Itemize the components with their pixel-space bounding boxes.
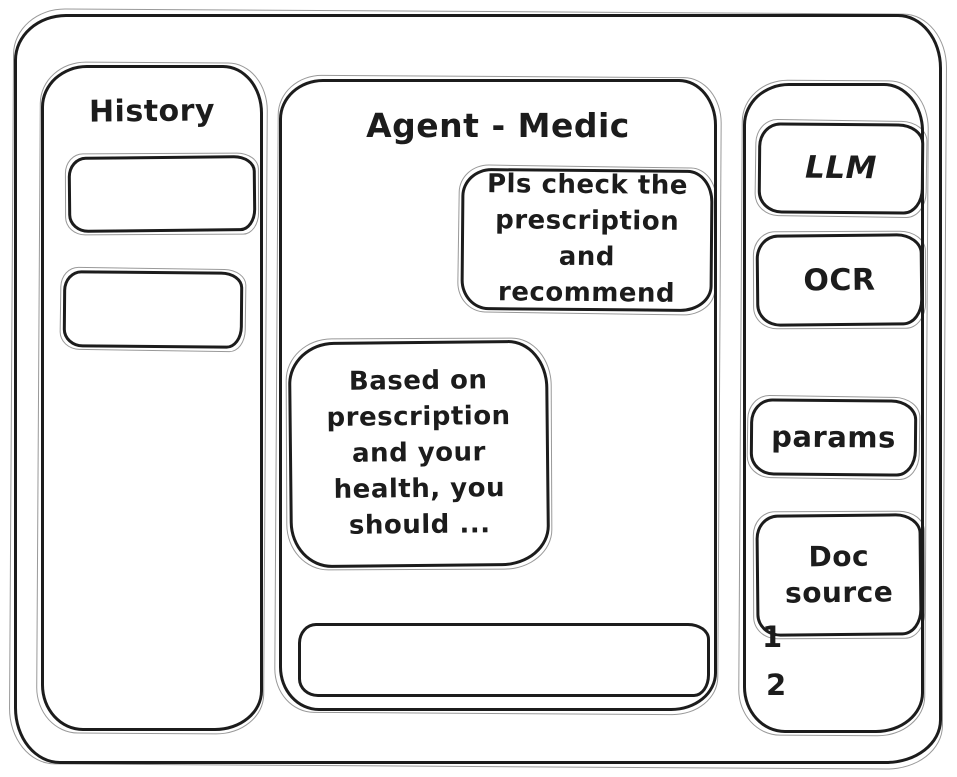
history-panel: History: [41, 65, 263, 731]
history-item[interactable]: [62, 270, 244, 349]
doc-source-item-2[interactable]: 2: [766, 668, 787, 702]
doc-source-button[interactable]: Doc source: [755, 513, 923, 637]
history-item[interactable]: [67, 155, 257, 233]
tools-panel: LLM OCR params Doc source 1 2: [743, 83, 925, 733]
llm-button[interactable]: LLM: [757, 122, 925, 215]
user-message-text: Pls check the prescription and recommend: [486, 169, 689, 309]
ocr-button-label: OCR: [803, 262, 876, 298]
chat-panel: Agent - Medic Pls check the prescription…: [279, 79, 717, 711]
message-input[interactable]: [301, 626, 707, 694]
assistant-message-bubble: Based on prescription and your health, y…: [287, 339, 551, 569]
history-panel-title: History: [88, 93, 216, 130]
doc-source-button-label: Doc source: [784, 539, 894, 610]
chat-panel-title: Agent - Medic: [366, 106, 630, 145]
message-input-bar[interactable]: [298, 623, 710, 697]
params-button[interactable]: params: [749, 398, 918, 477]
params-button-label: params: [771, 419, 896, 455]
assistant-message-text: Based on prescription and your health, y…: [326, 365, 511, 541]
user-message-bubble: Pls check the prescription and recommend: [460, 167, 714, 313]
app-window-frame: History Agent - Medic Pls check the pres…: [14, 14, 942, 764]
llm-button-label: LLM: [804, 150, 878, 187]
ocr-button[interactable]: OCR: [755, 233, 924, 327]
doc-source-item-1[interactable]: 1: [762, 620, 783, 654]
